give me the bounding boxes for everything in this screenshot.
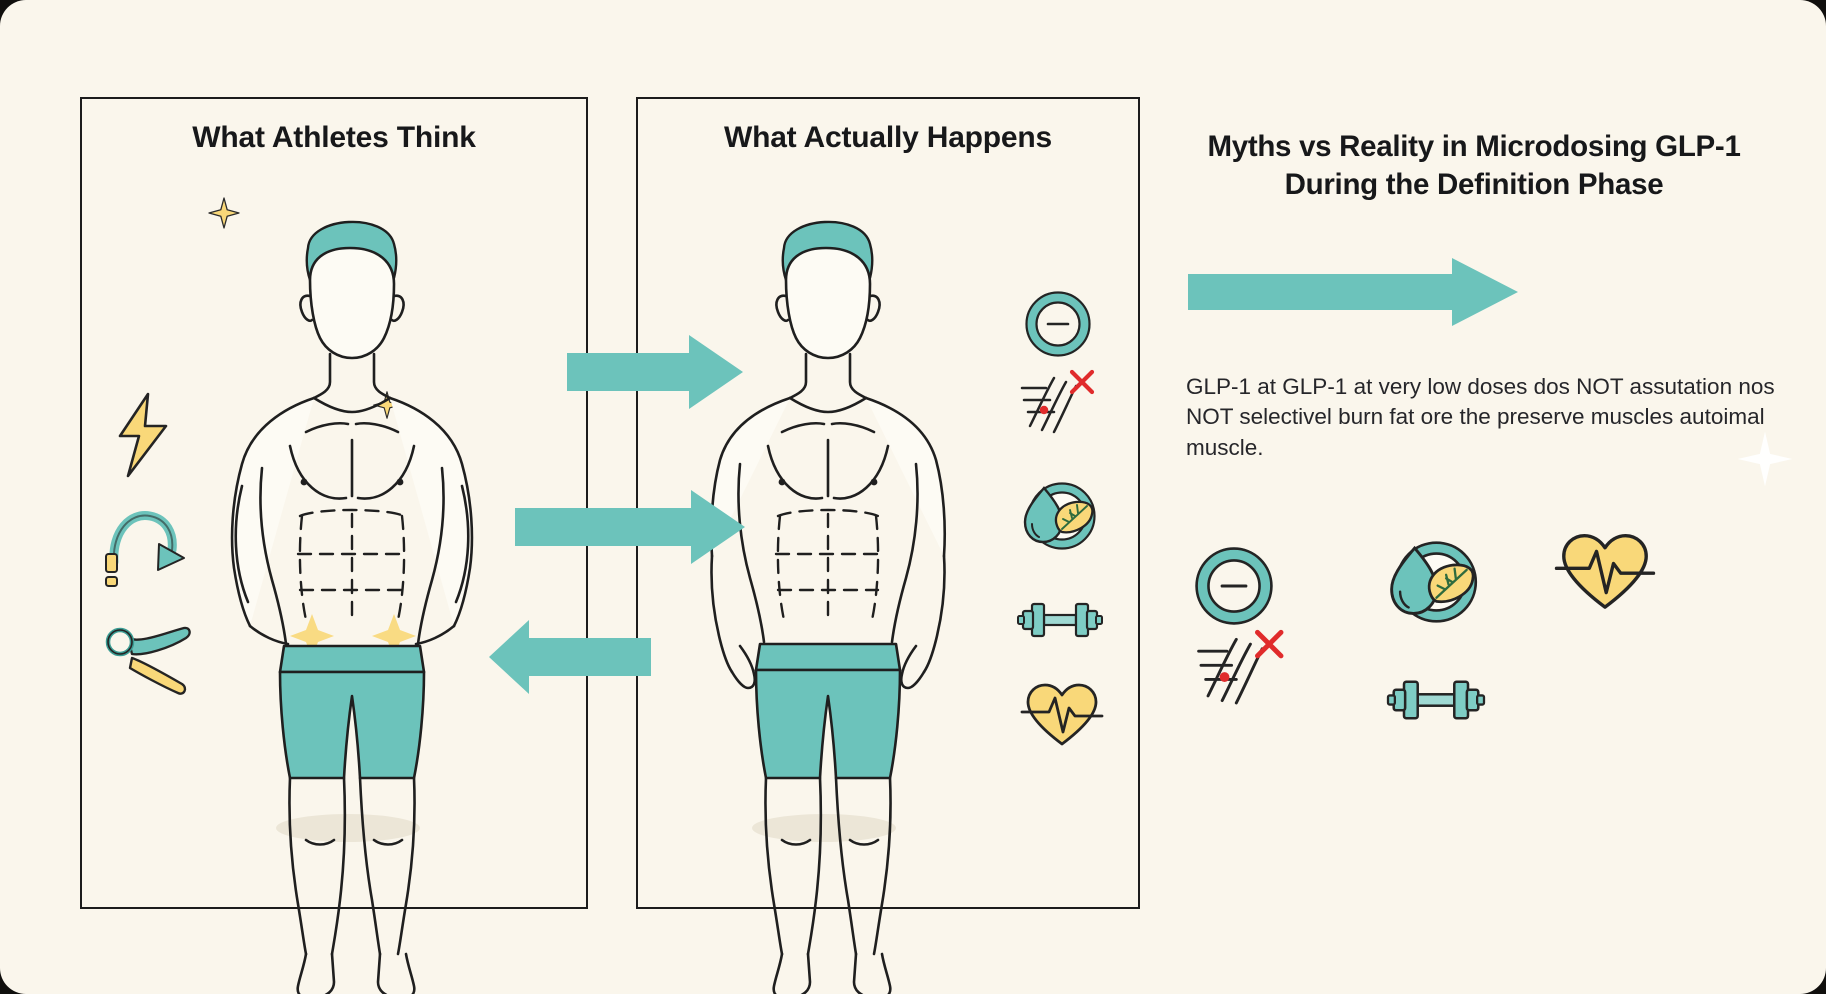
panel-what-actually-happens: What Actually Happens: [636, 97, 1140, 909]
headline-line-1: Myths vs Reality in Microdosing GLP-1: [1207, 130, 1741, 163]
arrow-happens-to-think-bottom: [489, 620, 651, 699]
headline-line-2: During the Definition Phase: [1284, 167, 1664, 201]
lightning-bolt-icon: [112, 392, 174, 478]
dumbbell-icon: [1017, 596, 1103, 644]
athlete-figure-idealized: [218, 196, 478, 994]
panel-title-think: What Athletes Think: [192, 121, 476, 154]
panel-title-happens: What Actually Happens: [723, 121, 1053, 154]
sparkle-icon: [207, 196, 241, 235]
arrow-think-to-happens-middle: [515, 490, 745, 569]
headline-arrow: [1188, 258, 1518, 331]
caliper-scissors-icon: [105, 618, 192, 698]
heart-pulse-icon: [1554, 532, 1656, 612]
heart-pulse-icon: [1020, 682, 1104, 748]
page-title: Myths vs Reality in Microdosing GLP-1 Du…: [1168, 128, 1780, 204]
circular-arrow-icon: [104, 500, 185, 587]
body-text: GLP-1 at GLP-1 at very low doses dos NOT…: [1186, 374, 1775, 460]
minus-circle-icon: [1195, 547, 1273, 625]
dumbbell-icon: [1386, 672, 1486, 728]
arrow-think-to-happens-top: [567, 335, 743, 414]
sparkle-icon: [1736, 430, 1794, 493]
athlete-figure-realistic: [694, 196, 954, 994]
droplet-leaf-icon: [1022, 480, 1098, 552]
minus-circle-icon: [1025, 291, 1091, 357]
droplet-leaf-icon: [1388, 538, 1480, 626]
muscle-fiber-cross-icon: [1020, 369, 1096, 438]
muscle-fiber-cross-icon: [1196, 629, 1286, 710]
panel-what-athletes-think: What Athletes Think: [80, 97, 588, 909]
